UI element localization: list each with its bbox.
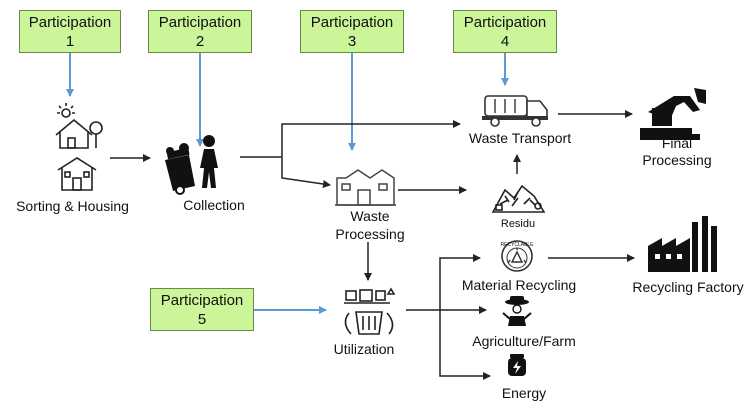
flow-arrow-to-transport xyxy=(281,120,461,157)
flow-arrow-to-energy xyxy=(439,310,491,380)
participation-title: Participation xyxy=(28,14,112,31)
trash-person-icon xyxy=(165,135,218,195)
excavator-icon xyxy=(640,88,706,140)
flow-arrows xyxy=(110,110,635,380)
label-utilization: Utilization xyxy=(333,341,395,357)
label-final-processing-1: Final xyxy=(661,135,693,151)
label-sorting-housing: Sorting & Housing xyxy=(16,198,129,214)
residue-pile-icon xyxy=(491,184,546,213)
participation-box-2: Participation 2 xyxy=(148,10,252,53)
participation-number: 3 xyxy=(347,33,357,50)
label-agriculture-farm: Agriculture/Farm xyxy=(472,333,576,349)
participation-box-1: Participation 1 xyxy=(19,10,121,53)
participation-box-5: Participation 5 xyxy=(150,288,254,331)
label-collection: Collection xyxy=(183,197,245,213)
participation-number: 1 xyxy=(65,33,75,50)
houses-icon xyxy=(55,103,103,191)
energy-jar-icon xyxy=(508,354,526,376)
participation-number: 5 xyxy=(197,311,207,328)
participation-number: 4 xyxy=(500,33,510,50)
label-waste-transport: Waste Transport xyxy=(468,130,572,146)
label-material-recycling: Material Recycling xyxy=(461,277,577,293)
industrial-factory-icon xyxy=(648,216,717,272)
label-waste-processing-1: Waste xyxy=(350,208,390,224)
recycle-badge-label: RECYCLABLE xyxy=(500,242,534,248)
recycle-badge-icon xyxy=(501,240,533,272)
garbage-truck-icon xyxy=(482,95,548,127)
participation-box-3: Participation 3 xyxy=(300,10,404,53)
participation-title: Participation xyxy=(158,14,242,31)
participation-number: 2 xyxy=(195,33,205,50)
participation-box-4: Participation 4 xyxy=(453,10,557,53)
participation-arrows xyxy=(66,53,509,314)
label-recycling-factory: Recycling Factory xyxy=(632,279,744,295)
utilization-bin-icon xyxy=(344,287,396,335)
farmer-icon xyxy=(502,296,532,326)
label-waste-processing-2: Processing xyxy=(335,226,405,242)
flow-arrow-to-processing xyxy=(281,157,331,188)
participation-title: Participation xyxy=(160,292,244,309)
flow-arrow-to-material xyxy=(439,254,481,310)
label-residu: Residu xyxy=(500,218,536,230)
label-energy: Energy xyxy=(501,385,547,401)
participation-title: Participation xyxy=(463,14,547,31)
participation-title: Participation xyxy=(310,14,394,31)
factory-building-icon xyxy=(335,169,396,206)
label-final-processing-2: Processing xyxy=(642,152,712,168)
